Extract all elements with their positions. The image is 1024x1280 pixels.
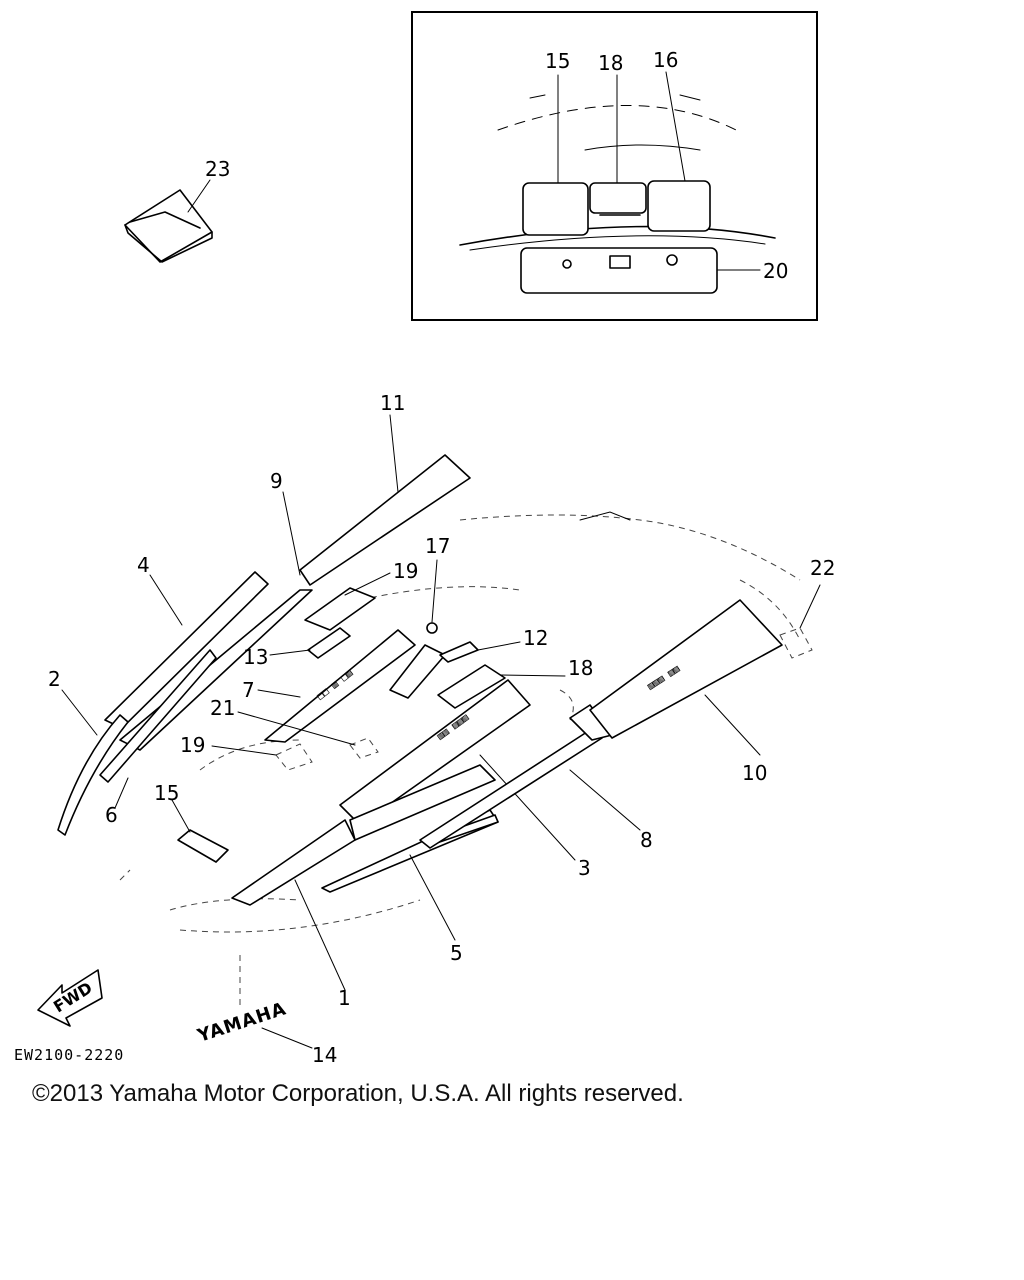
label-17: 17 [425,534,450,558]
label-19-upper: 19 [393,559,418,583]
part-19-upper [304,587,376,631]
label-14: 14 [312,1043,337,1067]
fwd-arrow-icon: FWD [37,969,103,1027]
label-15-lower: 15 [154,781,179,805]
label-23: 23 [205,157,230,181]
label-5: 5 [450,941,463,965]
label-inset-18: 18 [598,51,623,75]
part-21 [349,737,379,759]
label-22: 22 [810,556,835,580]
part-23-pouch [124,179,213,263]
part-22 [779,627,813,659]
inset-panel [411,11,818,321]
label-4: 4 [137,553,150,577]
label-19-lower: 19 [180,733,205,757]
part-1-stripe [231,819,356,906]
part-11-stripe [299,454,471,586]
label-10: 10 [742,761,767,785]
label-6: 6 [105,803,118,827]
label-8: 8 [640,828,653,852]
label-7: 7 [242,678,255,702]
part-6-stripe [99,649,217,783]
yamaha-logo: YAMAHA [194,998,289,1047]
label-inset-16: 16 [653,48,678,72]
label-12: 12 [523,626,548,650]
part-15-lower [177,829,229,863]
label-1: 1 [338,986,351,1010]
part-17 [426,622,438,634]
part-14-logo-decal: YAMAHA [194,955,313,1049]
fwd-label: FWD [50,978,96,1016]
parts-diagram: 23 15 18 16 20 11 [14,11,835,1067]
part-10-decal [589,599,783,739]
label-18: 18 [568,656,593,680]
part-7-decal [264,629,416,743]
label-11: 11 [380,391,405,415]
part-13 [307,627,351,659]
part-2-stripe [57,714,129,836]
label-13: 13 [243,645,268,669]
drawing-code: EW2100-2220 [14,1046,124,1064]
part-19-lower [275,743,313,771]
label-inset-15: 15 [545,49,570,73]
label-inset-20: 20 [763,259,788,283]
copyright-notice: ©2013 Yamaha Motor Corporation, U.S.A. A… [32,1080,684,1107]
part-18 [437,664,506,709]
label-2: 2 [48,667,61,691]
label-21: 21 [210,696,235,720]
label-3: 3 [578,856,591,880]
label-9: 9 [270,469,283,493]
